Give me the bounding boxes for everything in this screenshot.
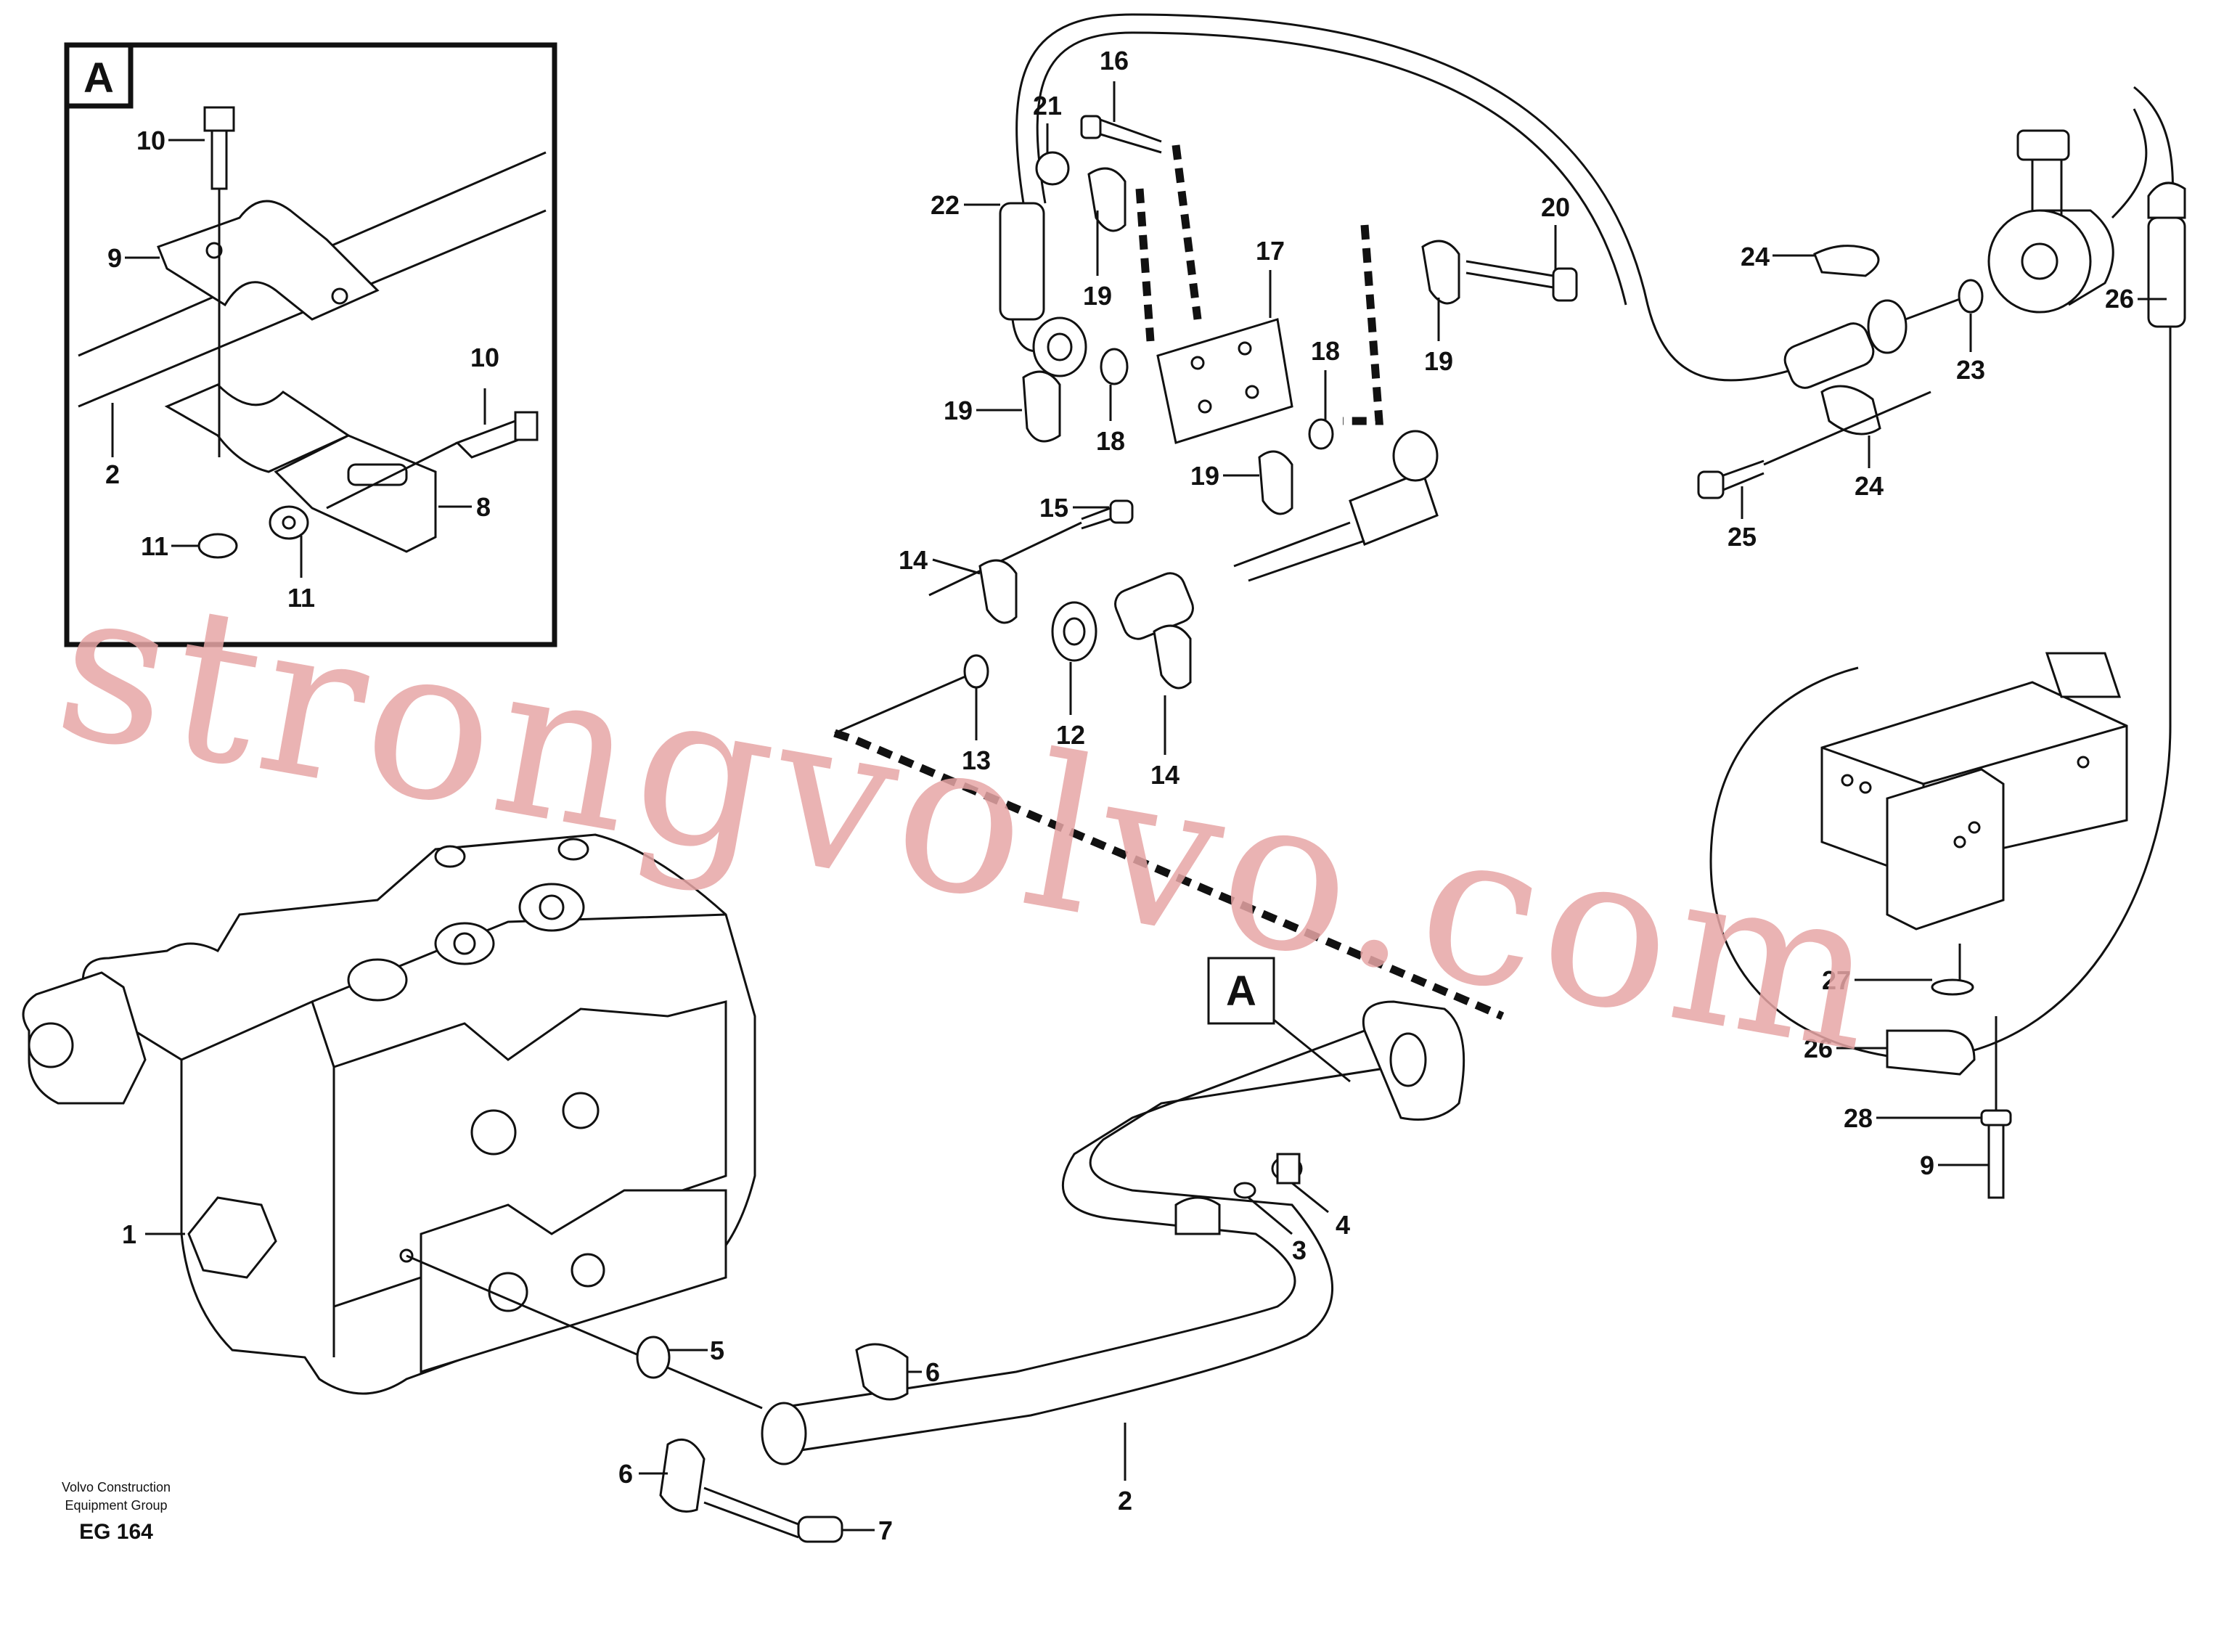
label-inset-11a: 11 — [141, 531, 168, 561]
label-25: 25 — [1728, 522, 1757, 552]
label-28: 28 — [1844, 1103, 1873, 1133]
label-19d: 19 — [1190, 461, 1219, 491]
label-4: 4 — [1336, 1210, 1350, 1240]
label-18a: 18 — [1311, 336, 1340, 366]
publisher-line-2: Equipment Group — [65, 1498, 167, 1513]
label-21: 21 — [1033, 91, 1062, 120]
callout-box — [1207, 957, 1275, 1025]
label-7: 7 — [878, 1516, 893, 1545]
label-12: 12 — [1056, 720, 1085, 750]
label-22: 22 — [931, 190, 960, 220]
label-19c: 19 — [1424, 346, 1453, 376]
label-inset-2: 2 — [105, 459, 120, 489]
label-inset-8: 8 — [476, 492, 491, 522]
label-15: 15 — [1039, 493, 1068, 523]
label-13: 13 — [962, 745, 991, 775]
right-valve-assembly: 24 26 23 24 25 27 26 28 9 — [1697, 86, 2186, 1199]
label-6b: 6 — [618, 1459, 633, 1489]
label-24a: 24 — [1741, 242, 1770, 271]
upper-hose-assembly: 16 21 22 19 17 20 18 19 19 18 19 15 14 1… — [833, 13, 1815, 1021]
label-24b: 24 — [1855, 471, 1884, 501]
publisher-block: Volvo Construction Equipment Group EG 16… — [62, 1480, 171, 1544]
label-3: 3 — [1292, 1235, 1307, 1265]
label-14b: 14 — [1150, 760, 1179, 790]
label-9: 9 — [1920, 1150, 1934, 1180]
inset-detail-a: A 10 9 10 2 8 — [64, 42, 557, 647]
label-19a: 19 — [1083, 281, 1112, 311]
figure-code: EG 164 — [79, 1520, 153, 1544]
label-19b: 19 — [944, 396, 973, 425]
inset-label: A — [83, 54, 114, 102]
label-16: 16 — [1100, 46, 1129, 75]
label-26b: 26 — [1804, 1034, 1833, 1063]
label-18b: 18 — [1096, 426, 1125, 456]
label-6a: 6 — [925, 1357, 940, 1387]
label-1: 1 — [122, 1219, 136, 1249]
inset-frame — [64, 42, 557, 647]
label-inset-10b: 10 — [470, 343, 499, 372]
label-17: 17 — [1256, 236, 1285, 266]
label-inset-9: 9 — [107, 243, 122, 273]
callout-label: A — [1226, 968, 1256, 1015]
label-2: 2 — [1118, 1486, 1132, 1516]
label-inset-10a: 10 — [136, 126, 165, 155]
label-inset-11b: 11 — [287, 583, 315, 613]
label-20: 20 — [1541, 192, 1570, 222]
label-14a: 14 — [899, 545, 928, 575]
label-23: 23 — [1956, 355, 1985, 385]
inset-label-box — [64, 42, 134, 109]
label-26a: 26 — [2105, 284, 2134, 314]
label-5: 5 — [710, 1336, 724, 1365]
publisher-line-1: Volvo Construction — [62, 1480, 171, 1494]
control-valve-assembly: A 1 5 6 6 7 2 4 3 — [22, 833, 1465, 1545]
label-27: 27 — [1822, 965, 1851, 995]
